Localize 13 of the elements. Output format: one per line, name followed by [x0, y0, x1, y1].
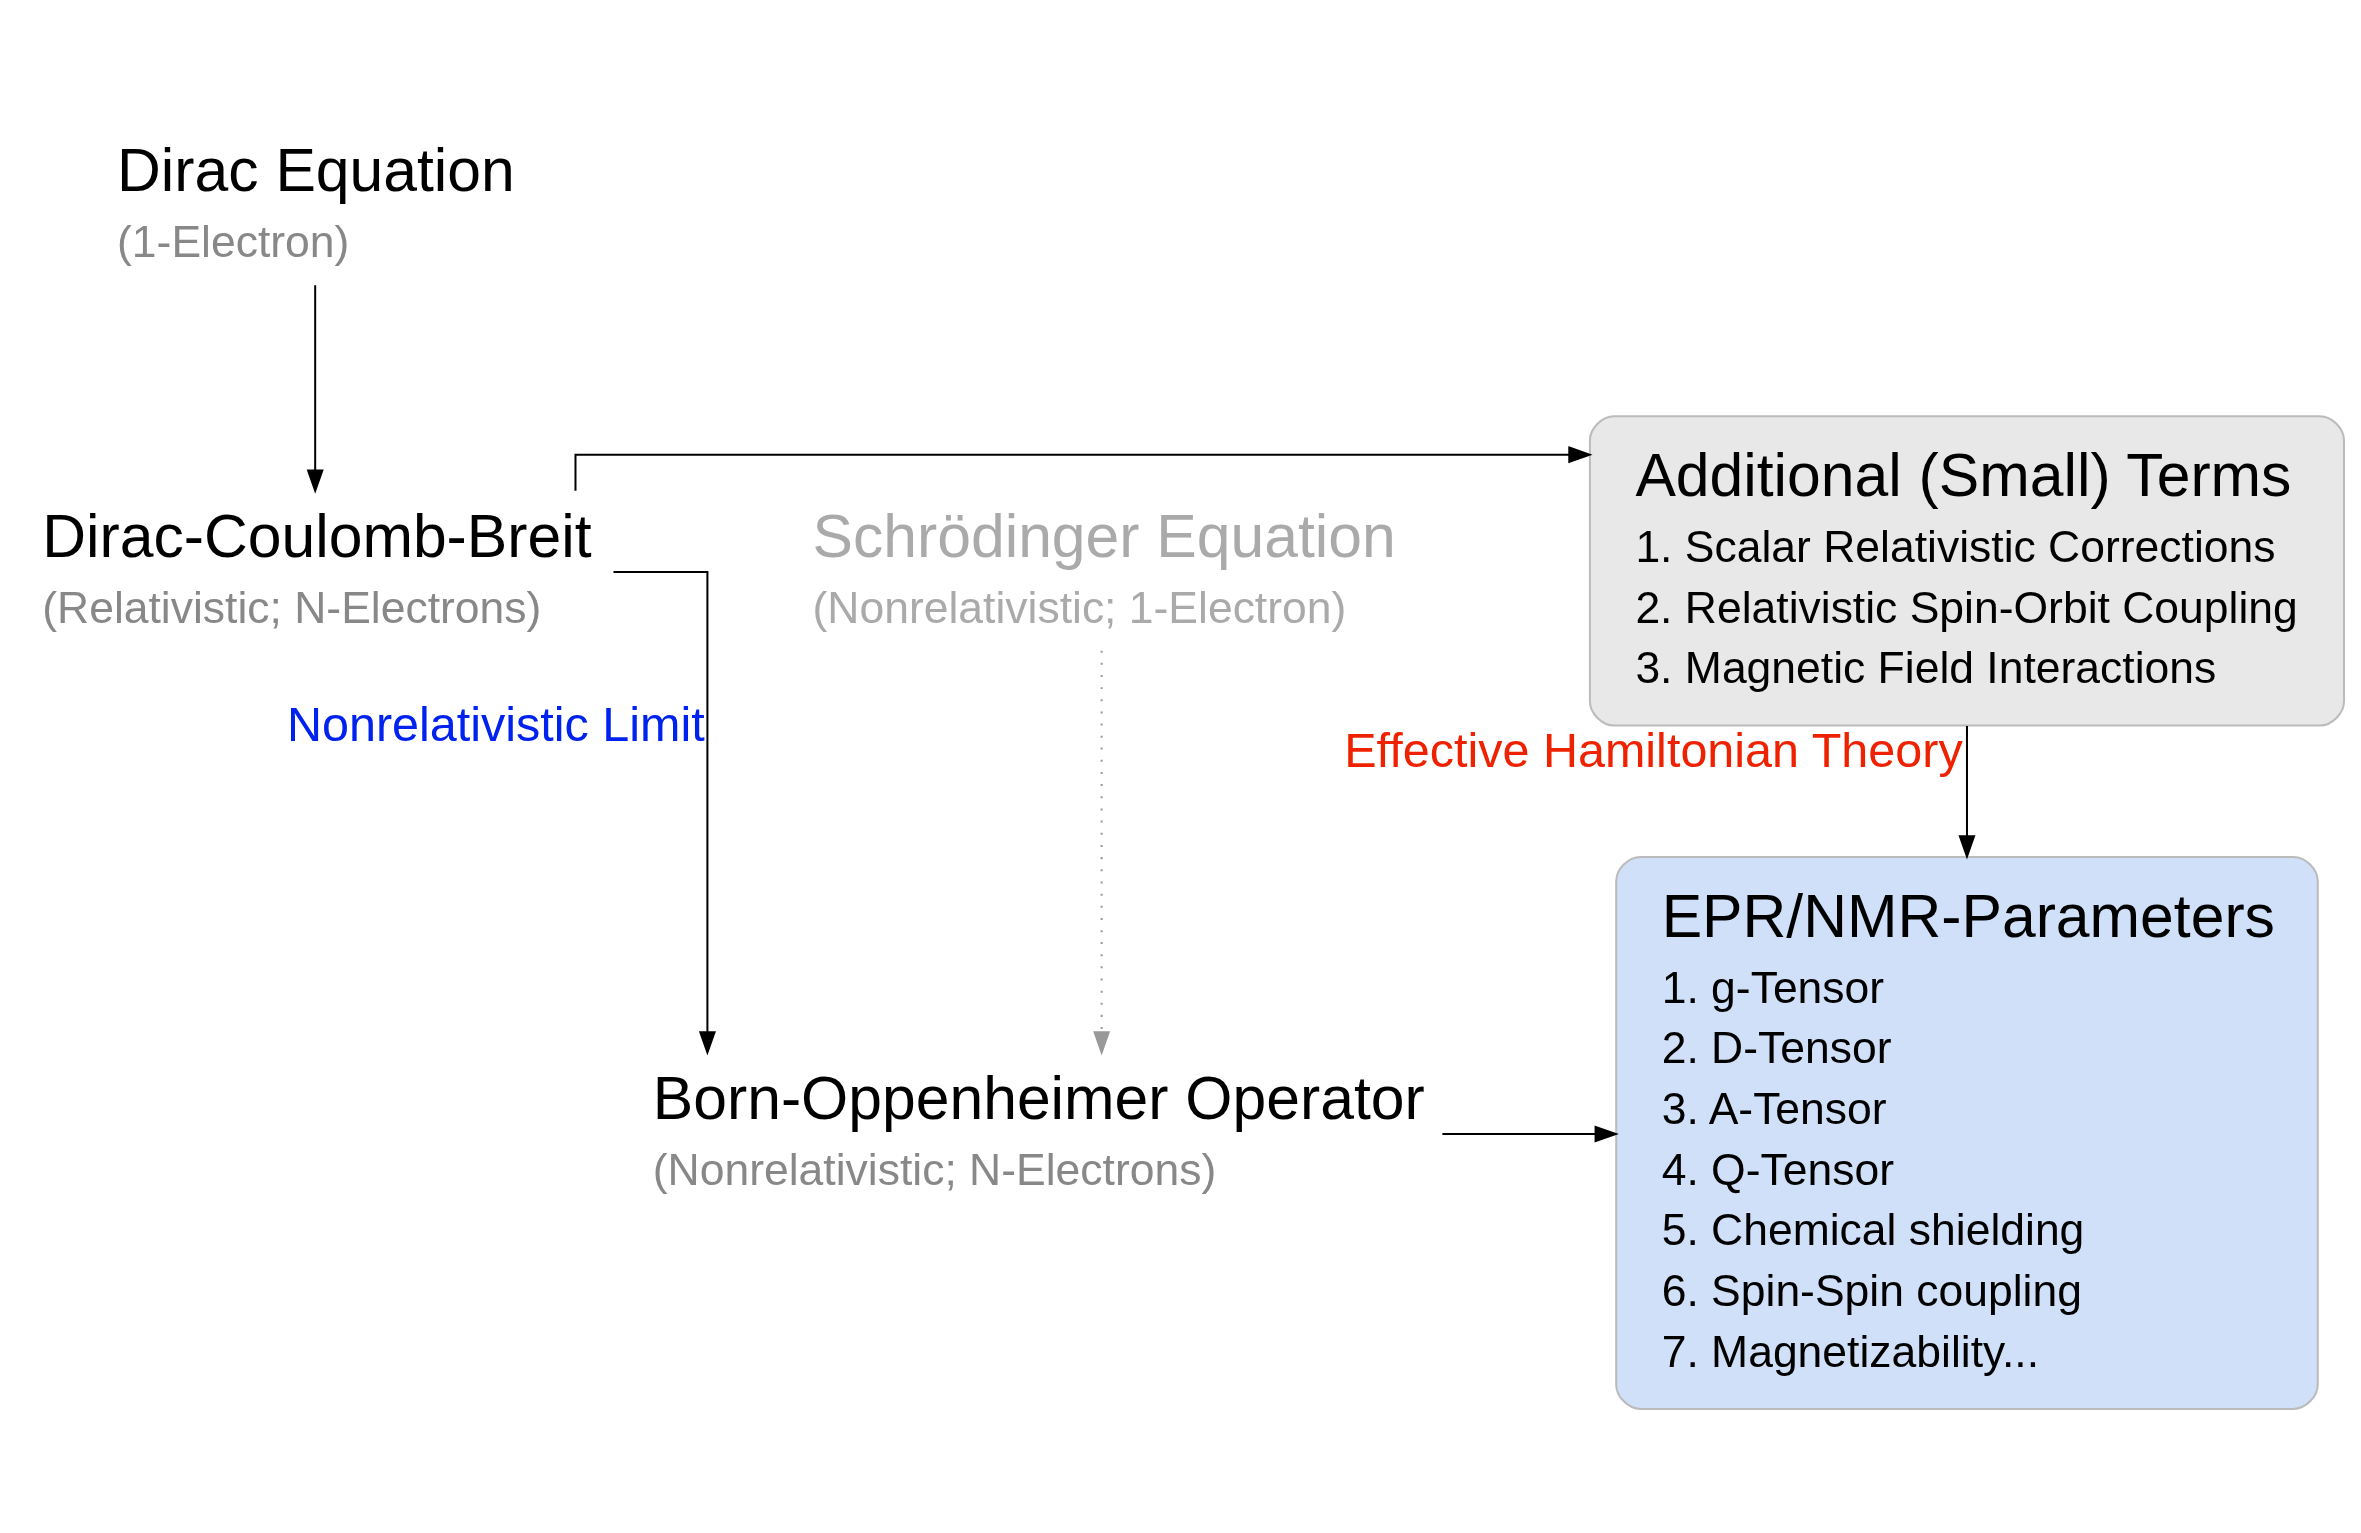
- node-box: EPR/NMR-Parameters 1. g-Tensor 2. D-Tensor 3. A-Tensor 4. Q-Tensor 5. Chemical shielding 6. Spin-Spin coupling 7. Magnetizability...: [1615, 855, 2319, 1410]
- node-text: Born-Oppenheimer Operator (Nonrelativistic; N-Electrons): [652, 1063, 1425, 1194]
- arrow: [1958, 725, 1976, 860]
- node-box: Additional (Small) Terms 1. Scalar Relativistic Corrections 2. Relativistic Spin-Orbit Coupling 3. Magnetic Field Interactions: [1588, 414, 2346, 727]
- arrow: [1093, 650, 1111, 1055]
- arrow: [1442, 1124, 1619, 1142]
- arrow: [613, 570, 716, 1056]
- node-text: Schrödinger Equation (Nonrelativistic; 1-Electron): [812, 501, 1396, 632]
- arrow: [306, 284, 324, 494]
- edge-label: Nonrelativistic Limit: [286, 696, 705, 751]
- arrow: [574, 445, 1593, 491]
- node-text: Dirac Equation (1-Electron): [117, 135, 515, 266]
- node-text: Dirac-Coulomb-Breit (Relativistic; N-Electrons): [42, 501, 592, 632]
